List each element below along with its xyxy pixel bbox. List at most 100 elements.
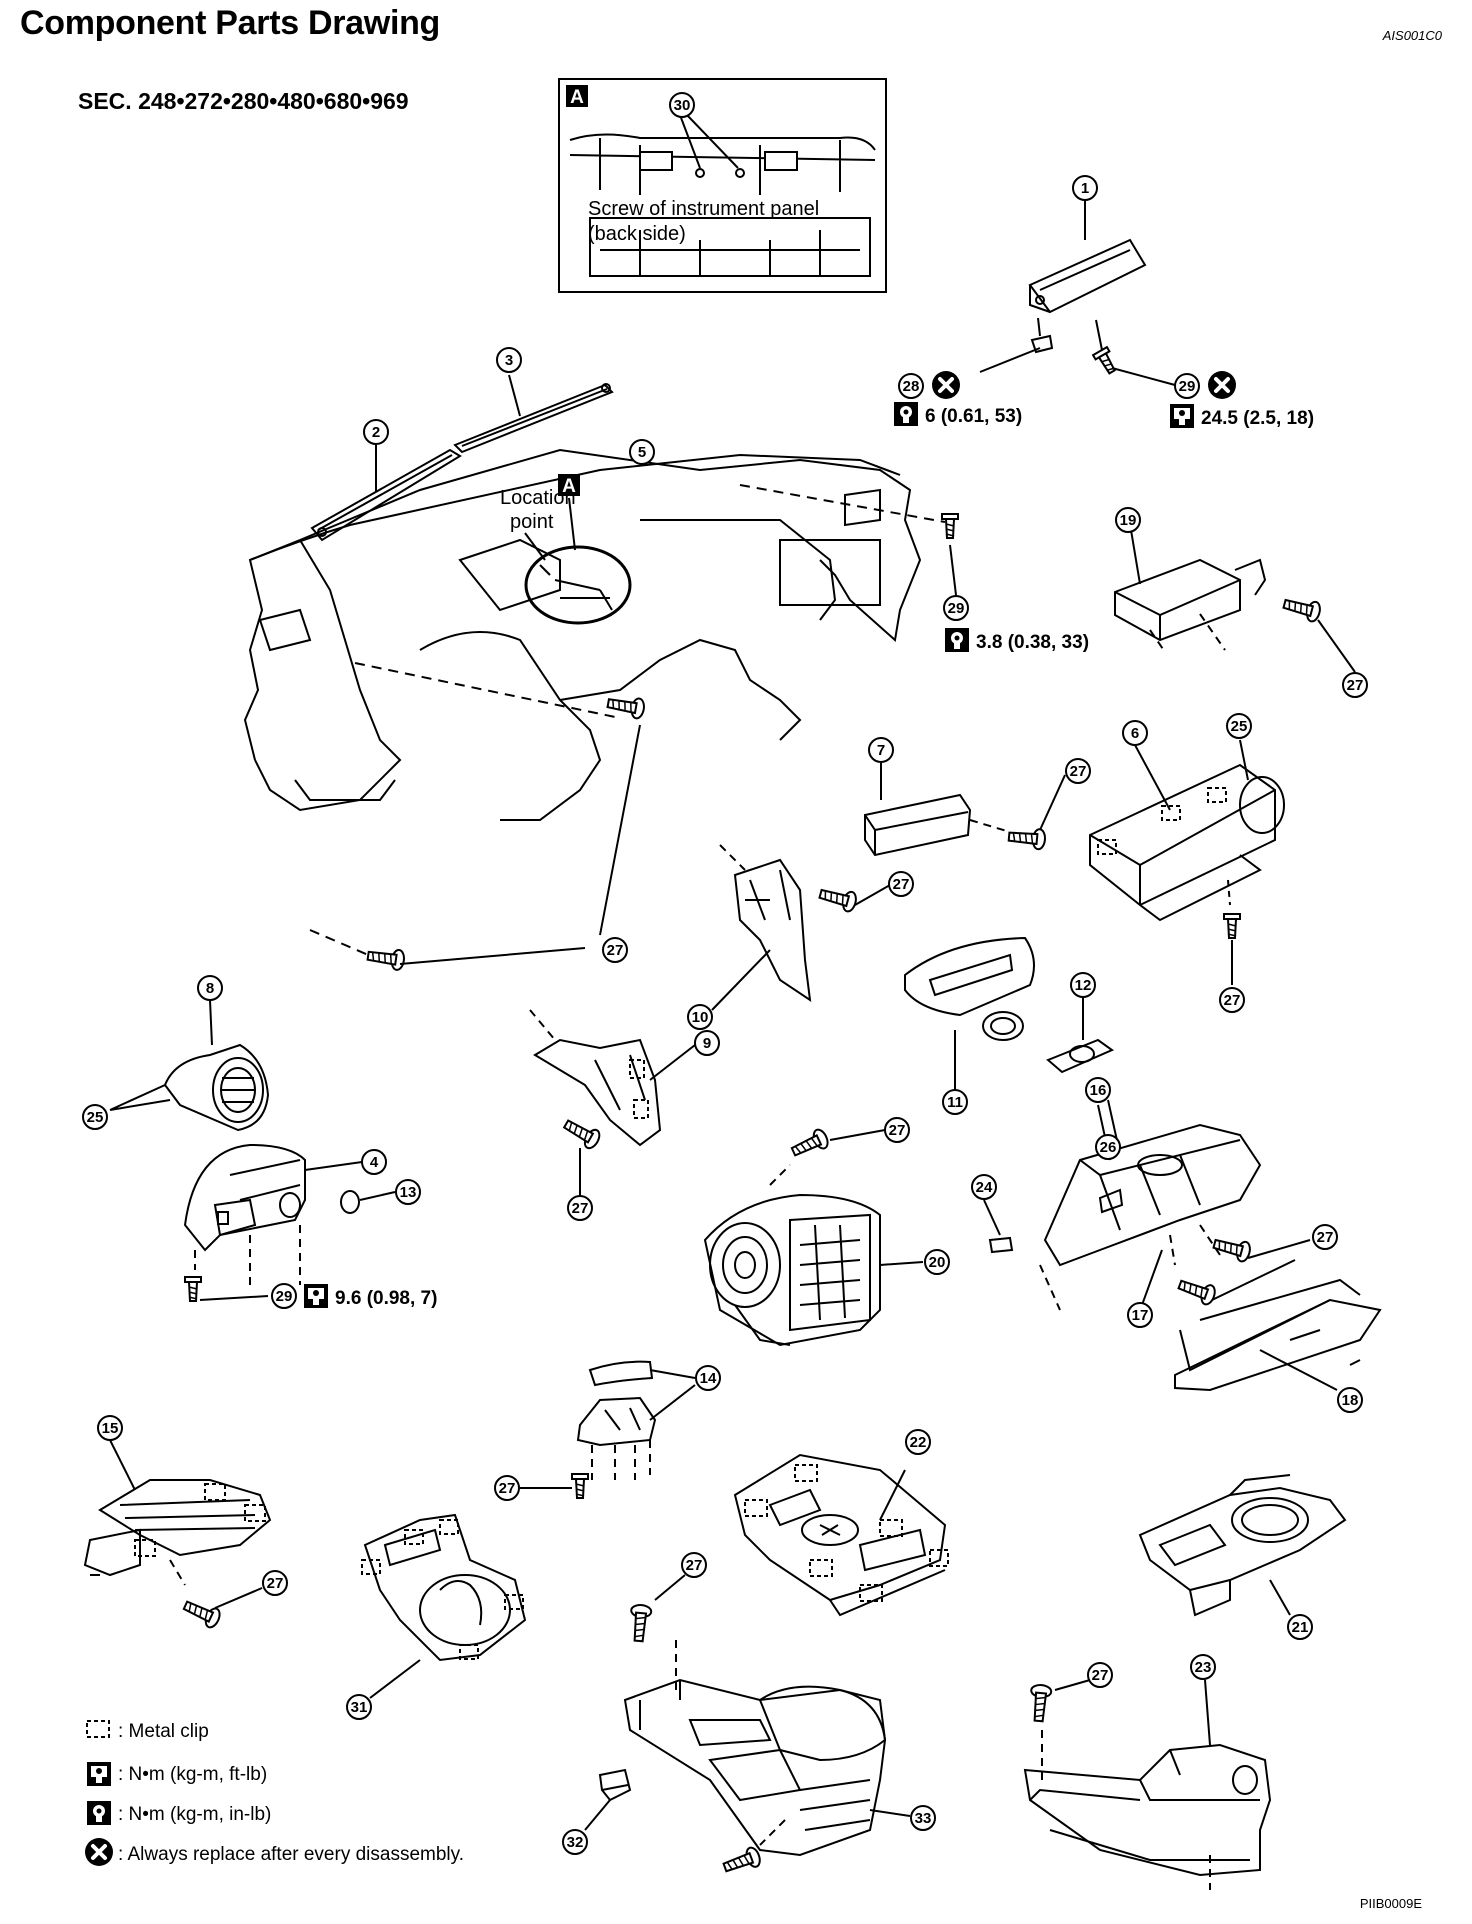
callout-9: 9 xyxy=(703,1035,711,1052)
metal-clip xyxy=(794,1464,818,1482)
part-18-glove-box-lid xyxy=(1174,1278,1382,1392)
callout-29-mid: 29 xyxy=(948,600,965,617)
callout-31: 31 xyxy=(351,1699,368,1716)
callout-30: 30 xyxy=(674,97,691,114)
metal-clip xyxy=(1207,787,1227,803)
callout-27-f: 27 xyxy=(572,1200,589,1217)
callout-3: 3 xyxy=(505,352,513,369)
defroster-grille-3 xyxy=(453,383,614,454)
part-12 xyxy=(1046,998,1115,1074)
instrument-panel xyxy=(243,448,922,821)
callout-15: 15 xyxy=(102,1420,119,1437)
metal-clip xyxy=(1161,805,1181,821)
part-10 xyxy=(719,844,812,1003)
callout-1-circle xyxy=(1072,175,1098,201)
callout-23: 23 xyxy=(1195,1659,1212,1676)
torque-29-mid: 3.8 (0.38, 33) xyxy=(976,632,1089,653)
callout-2: 2 xyxy=(372,424,380,441)
metal-clip xyxy=(629,1059,645,1079)
callout-2-circle xyxy=(363,419,389,445)
part-9 xyxy=(529,1009,696,1147)
callout-5: 5 xyxy=(638,444,646,461)
defroster-grille-2 xyxy=(310,448,462,542)
callout-1: 1 xyxy=(1081,180,1089,197)
page-title: Component Parts Drawing xyxy=(20,4,441,42)
always-replace-icon xyxy=(930,369,962,401)
part-6 xyxy=(1089,739,1285,922)
callout-7: 7 xyxy=(877,742,885,759)
always-replace-icon xyxy=(1206,369,1238,401)
figure-code: PIIB0009E xyxy=(1359,1896,1422,1911)
part-32 xyxy=(598,1768,632,1802)
callout-27-a: 27 xyxy=(1347,677,1364,694)
callout-24: 24 xyxy=(976,1179,993,1196)
part-21 xyxy=(1138,1474,1347,1617)
metal-clip xyxy=(929,1549,949,1567)
legend: : Metal clip : N•m (kg-m, ft-lb) : N•m (… xyxy=(83,1720,464,1868)
part-1-airbag xyxy=(1028,200,1147,314)
callout-27-h: 27 xyxy=(1317,1229,1334,1246)
part-7 xyxy=(864,763,972,857)
part-20 xyxy=(703,1193,881,1347)
metal-clip xyxy=(879,1519,903,1537)
inset-a-marker: A xyxy=(570,87,584,108)
inset-caption-line1: Screw of instrument panel xyxy=(588,198,819,220)
part-14 xyxy=(576,1360,696,1480)
callout-25-a: 25 xyxy=(1231,718,1248,735)
part-33-console xyxy=(623,1678,887,1857)
part-23 xyxy=(1023,1679,1272,1877)
callout-12: 12 xyxy=(1075,977,1092,994)
legend-torque-ft-lb: : N•m (kg-m, ft-lb) xyxy=(118,1764,267,1785)
callout-28: 28 xyxy=(903,378,920,395)
part-28-nut xyxy=(1030,317,1054,354)
metal-clip xyxy=(134,1539,156,1557)
callout-14: 14 xyxy=(700,1370,717,1387)
inset-a-marker-box xyxy=(566,85,588,107)
part-13 xyxy=(340,1190,360,1214)
part-22 xyxy=(733,1453,947,1617)
metal-clip xyxy=(504,1594,524,1610)
part-24 xyxy=(988,1236,1014,1254)
metal-clip xyxy=(204,1483,226,1501)
torque-ft-lb-icon xyxy=(304,1284,328,1308)
metal-clip xyxy=(744,1499,768,1517)
callout-29-top: 29 xyxy=(1179,378,1196,395)
metal-clip xyxy=(361,1559,381,1575)
callout-20: 20 xyxy=(929,1254,946,1271)
callout-27-g: 27 xyxy=(889,1122,906,1139)
torque-29-top: 24.5 (2.5, 18) xyxy=(1201,408,1314,429)
part-15 xyxy=(83,1439,272,1577)
callout-5-circle xyxy=(629,439,655,465)
document-code: AIS001C0 xyxy=(1382,28,1442,43)
metal-clip xyxy=(404,1529,424,1545)
legend-always-replace: : Always replace after every disassembly… xyxy=(118,1844,464,1865)
torque-28: 6 (0.61, 53) xyxy=(925,406,1022,427)
part-31 xyxy=(363,1513,527,1662)
location-label-line1: Location xyxy=(500,487,576,509)
inset-a-box: A 30 Screw of instrument panel (back sid… xyxy=(558,78,887,293)
callout-27-j: 27 xyxy=(267,1575,284,1592)
callout-33: 33 xyxy=(915,1810,932,1827)
metal-clip xyxy=(809,1559,833,1577)
callout-26: 26 xyxy=(1100,1139,1117,1156)
metal-clip xyxy=(244,1504,266,1522)
callout-10: 10 xyxy=(692,1009,709,1026)
torque-ft-lb-icon xyxy=(1170,404,1194,428)
torque-in-lb-icon xyxy=(87,1801,111,1825)
metal-clip-icon xyxy=(86,1720,110,1738)
callout-27-i: 27 xyxy=(499,1480,516,1497)
torque-in-lb-icon xyxy=(945,628,969,652)
section-label: SEC. 248•272•280•480•680•969 xyxy=(78,88,409,114)
location-marker: A xyxy=(562,476,576,497)
callout-29-low: 29 xyxy=(276,1288,293,1305)
part-4 xyxy=(183,1143,363,1252)
part-19 xyxy=(1114,523,1267,642)
legend-torque-in-lb: : N•m (kg-m, in-lb) xyxy=(118,1804,271,1825)
callout-27-b: 27 xyxy=(1070,763,1087,780)
callout-21: 21 xyxy=(1292,1619,1309,1636)
callout-3-circle xyxy=(496,347,522,373)
torque-29-low: 9.6 (0.98, 7) xyxy=(335,1288,437,1309)
callout-18: 18 xyxy=(1342,1392,1359,1409)
callout-27-e: 27 xyxy=(1224,992,1241,1009)
